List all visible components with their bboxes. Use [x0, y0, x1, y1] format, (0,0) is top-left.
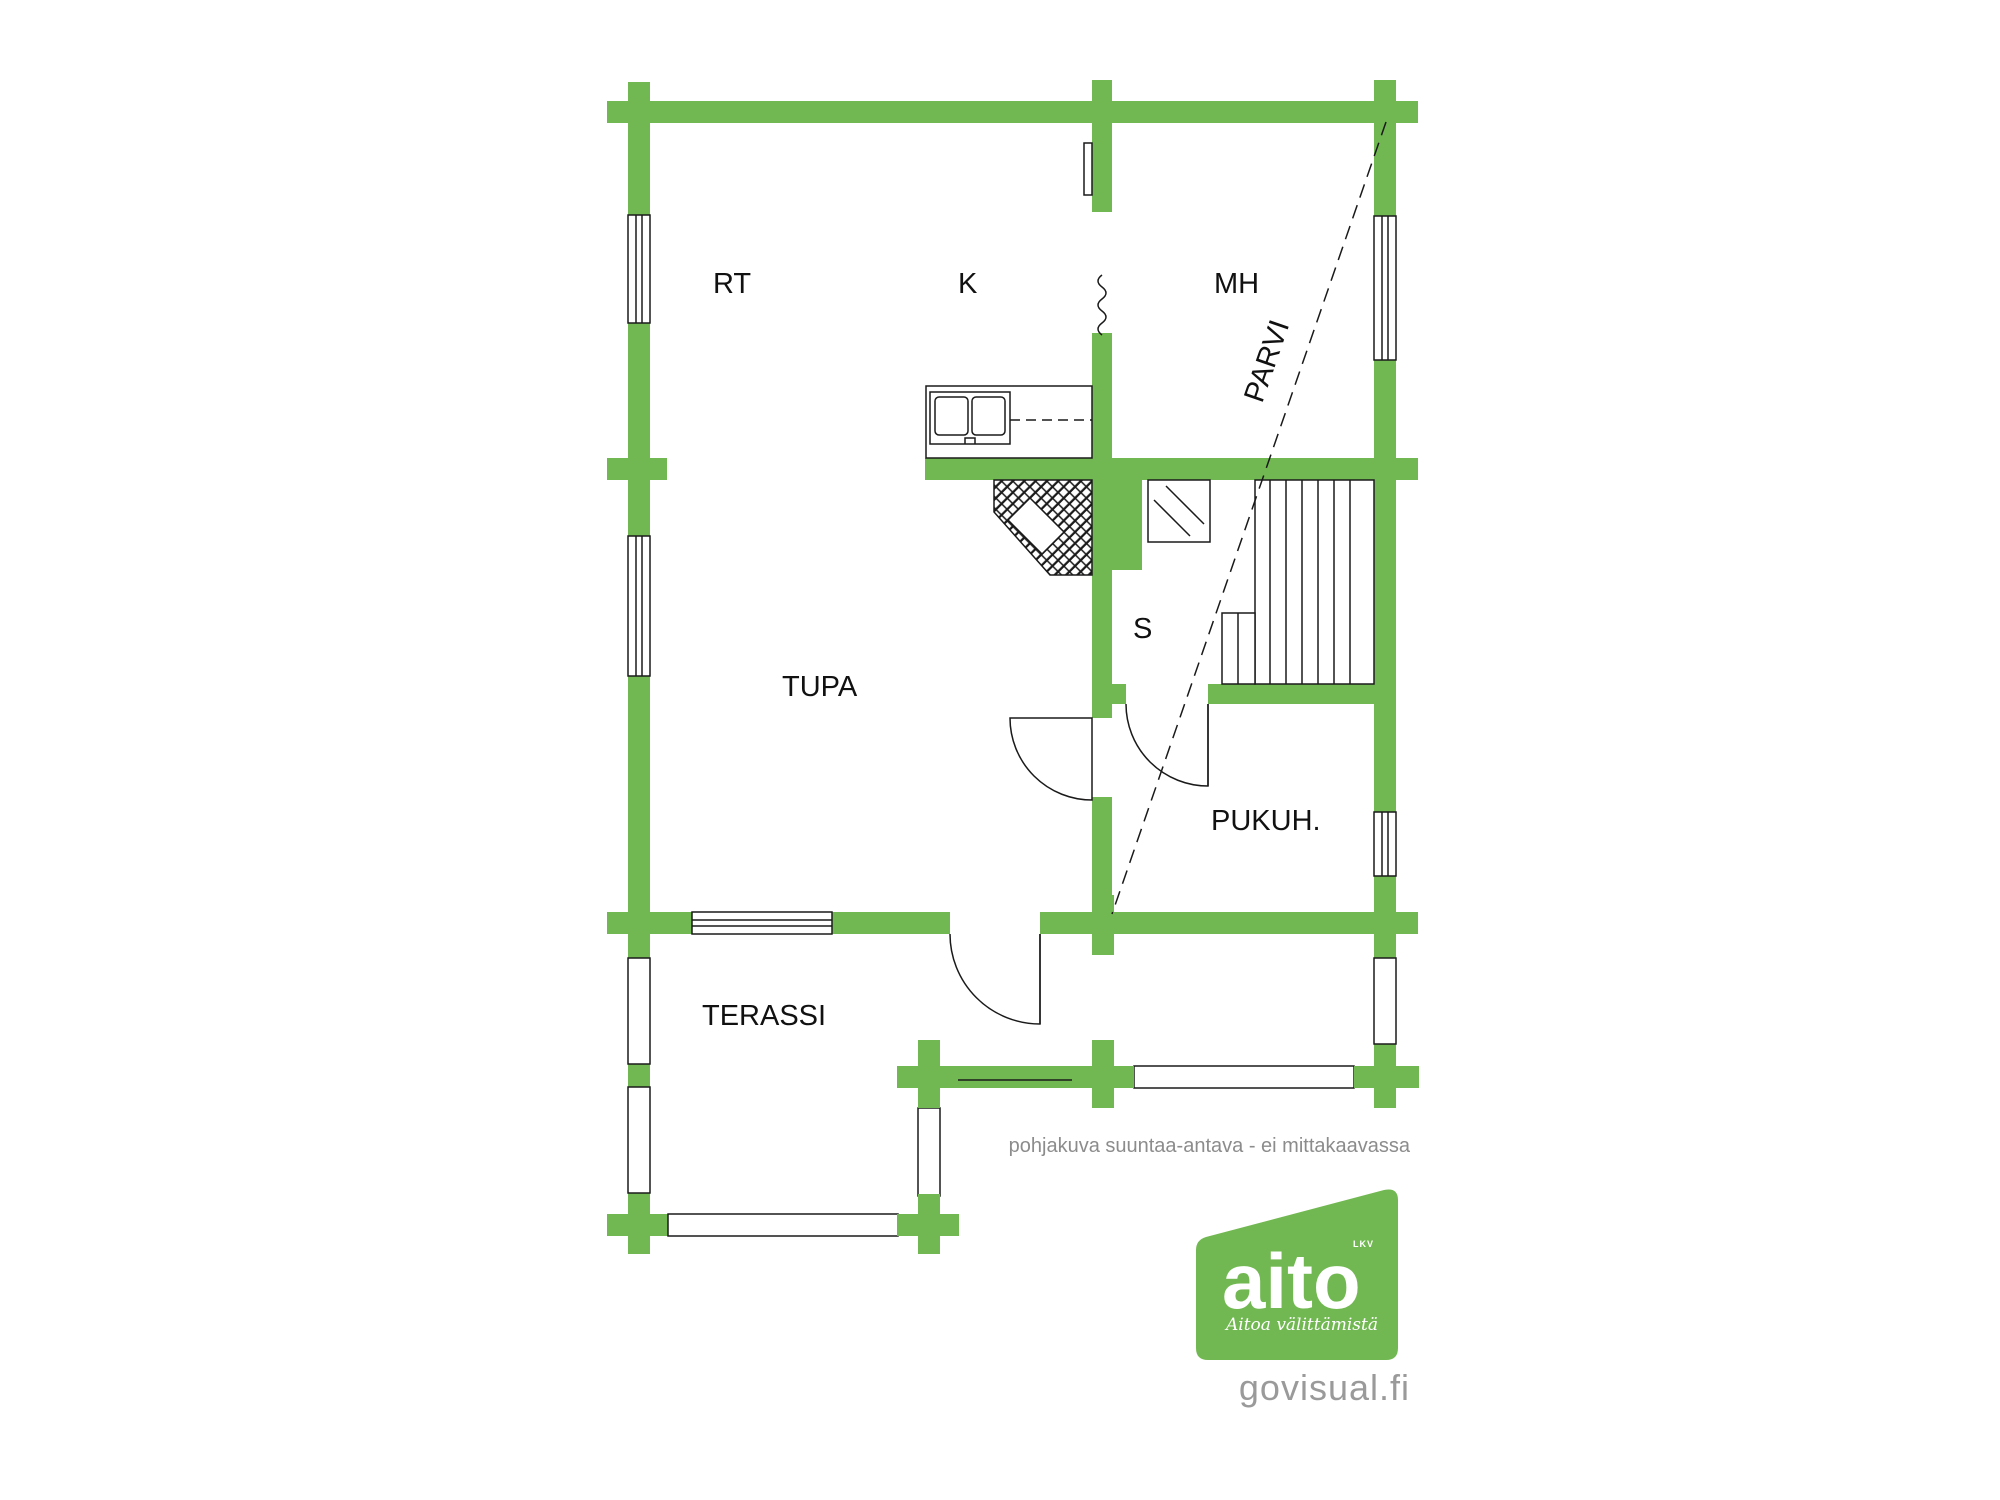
window-bottom: [691, 911, 833, 935]
label-terassi: TERASSI: [702, 1000, 826, 1032]
wall-sauna-jamb-left: [1110, 684, 1126, 704]
terrace-rail-left-lower: [627, 1086, 651, 1194]
wall-sauna-top: [1095, 458, 1418, 480]
door-sauna: [1125, 703, 1209, 787]
wall-stove-block: [1092, 475, 1142, 570]
label-k: K: [958, 268, 978, 300]
wall-sauna-bottom: [1208, 684, 1396, 704]
label-rt: RT: [713, 268, 751, 300]
logo-badge: [1196, 1189, 1398, 1360]
sauna-benches: [1221, 479, 1375, 685]
terrace-rail-front: [1133, 1065, 1355, 1089]
loft-edge-dashed: [1111, 121, 1387, 915]
wall-top: [607, 101, 1418, 123]
window-center-small: [1083, 142, 1093, 196]
website-label: govisual.fi: [1239, 1367, 1410, 1408]
logo-lkv: LKV: [1353, 1239, 1374, 1249]
windows: [627, 142, 1397, 1237]
sauna-stove-icon: [1147, 479, 1211, 543]
wall-bottom-right: [1040, 912, 1418, 934]
wall-terrace-stub: [628, 1065, 650, 1087]
terrace-rail-right: [1373, 957, 1397, 1045]
logo-tagline: Aitoa välittämistä: [1224, 1315, 1378, 1335]
kitchen-counter: [925, 385, 1093, 459]
terrace-rail-inner: [917, 1107, 941, 1197]
label-pukuh: PUKUH.: [1211, 805, 1321, 837]
label-tupa: TUPA: [782, 671, 858, 703]
label-parvi: PARVI: [1238, 316, 1296, 406]
wall-kitchen-counter: [925, 458, 1117, 480]
linework: [925, 121, 1387, 1081]
label-s: S: [1133, 613, 1152, 645]
window-left-lower: [627, 535, 651, 677]
window-left-upper: [627, 214, 651, 324]
door-entrance: [949, 933, 1041, 1025]
disclaimer-note: pohjakuva suuntaa-antava - ei mittakaava…: [1009, 1135, 1411, 1157]
window-right-upper: [1373, 215, 1397, 361]
log-ends: [607, 80, 1418, 1254]
terrace-rail-bottom: [667, 1213, 899, 1237]
window-right-lower: [1373, 811, 1397, 877]
curtain-icon: [1097, 274, 1107, 336]
logo-word: aito: [1222, 1237, 1361, 1325]
door-tupa-hall: [1009, 717, 1093, 801]
sink-icon: [929, 391, 1011, 445]
terrace-rail-left: [627, 957, 651, 1065]
aito-logo: aito LKV Aitoa välittämistä: [1196, 1189, 1398, 1360]
label-mh: MH: [1214, 268, 1259, 300]
